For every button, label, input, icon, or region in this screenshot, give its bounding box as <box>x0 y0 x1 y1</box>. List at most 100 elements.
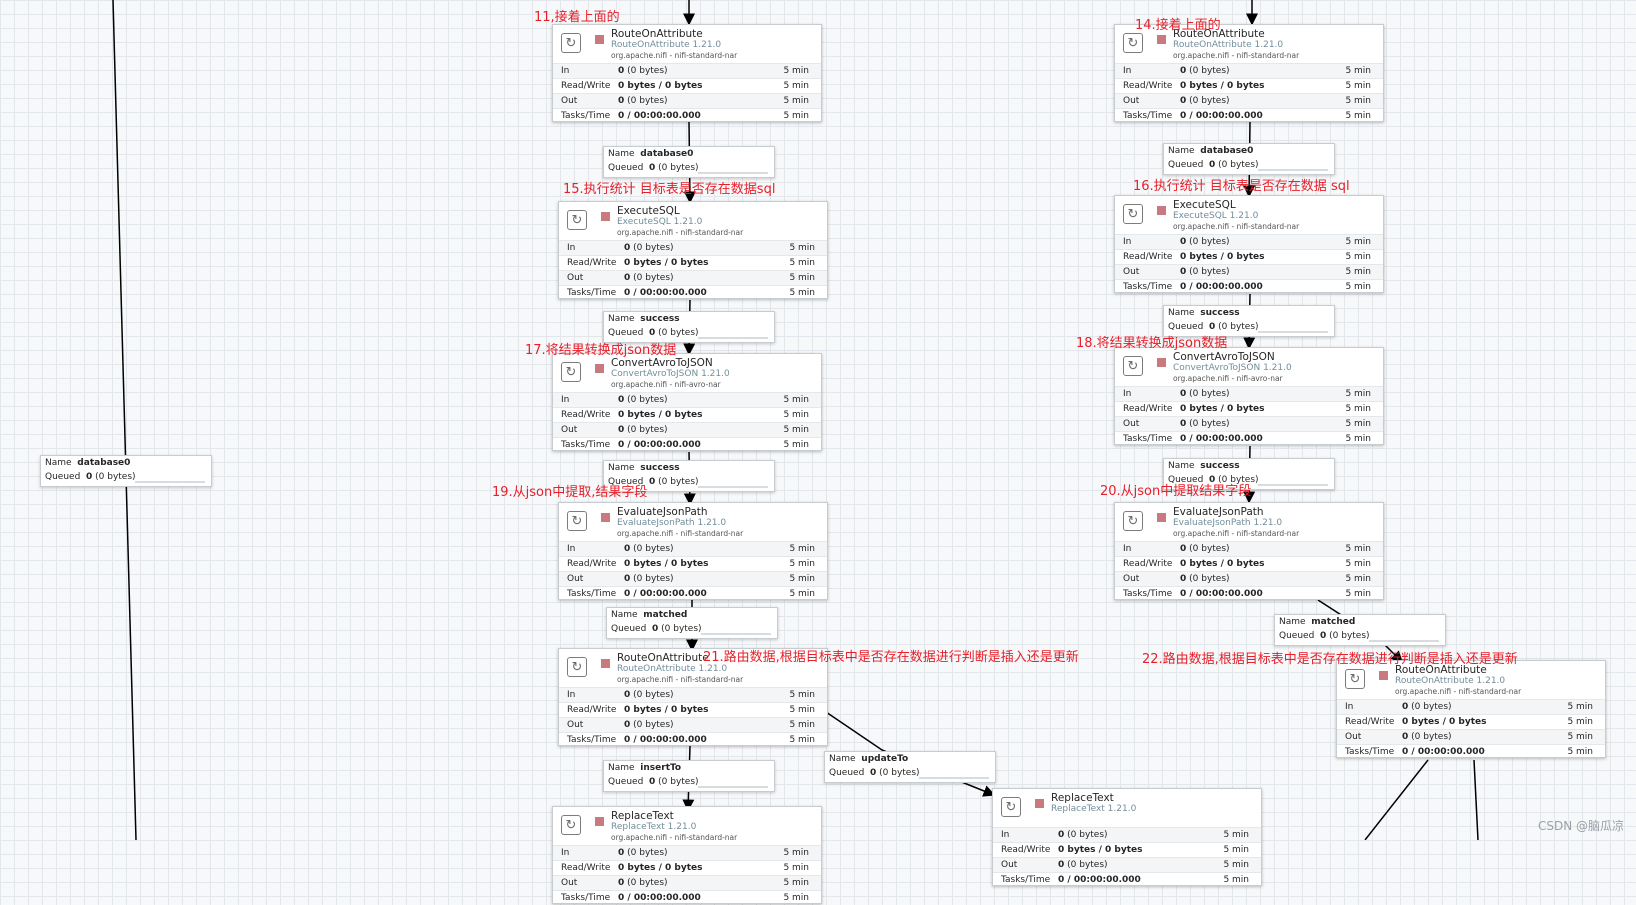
stat-in: In 0 (0 bytes) 5 min <box>1337 699 1605 714</box>
connection-success[interactable]: Name success Queued 0 (0 bytes) <box>1163 305 1335 337</box>
connection-updateto[interactable]: Name updateTo Queued 0 (0 bytes) <box>824 751 996 783</box>
processor-name: RouteOnAttribute <box>617 652 709 664</box>
annotation-14: 14.接着上面的 <box>1135 18 1221 33</box>
processor-type: EvaluateJsonPath 1.21.0 <box>617 518 727 528</box>
processor-evaluatejsonpath[interactable]: ↻ EvaluateJsonPath EvaluateJsonPath 1.21… <box>1114 502 1384 600</box>
annotation-20: 20.从json中提取结果字段 <box>1100 484 1252 499</box>
processor-header: ↻ EvaluateJsonPath EvaluateJsonPath 1.21… <box>559 503 827 541</box>
connection-database0[interactable]: Name database0 Queued 0 (0 bytes) <box>40 455 212 487</box>
processor-type: RouteOnAttribute 1.21.0 <box>1173 40 1284 50</box>
connection-success[interactable]: Name success Queued 0 (0 bytes) <box>1163 458 1335 490</box>
connection-name: success <box>1200 461 1240 471</box>
processor-header: ↻ RouteOnAttribute RouteOnAttribute 1.21… <box>559 649 827 687</box>
stat-in: In 0 (0 bytes) 5 min <box>993 827 1261 842</box>
processor-name: RouteOnAttribute <box>1395 664 1487 676</box>
queued-value: 0 (0 bytes) <box>649 477 699 487</box>
processor-executesql[interactable]: ↻ ExecuteSQL ExecuteSQL 1.21.0 org.apach… <box>558 201 828 299</box>
connection-database0[interactable]: Name database0 Queued 0 (0 bytes) <box>1163 143 1335 175</box>
queue-bar <box>1258 169 1328 171</box>
stat-tasks-time: Tasks/Time 0 / 00:00:00.000 5 min <box>1115 586 1383 601</box>
queued-value: 0 (0 bytes) <box>1209 160 1259 170</box>
processor-icon: ↻ <box>567 210 587 230</box>
connection-insertto[interactable]: Name insertTo Queued 0 (0 bytes) <box>603 760 775 792</box>
processor-type: ExecuteSQL 1.21.0 <box>1173 211 1259 221</box>
processor-replacetext[interactable]: ↻ ReplaceText ReplaceText 1.21.0 org.apa… <box>552 806 822 904</box>
processor-bundle: org.apache.nifi - nifi-standard-nar <box>617 529 744 538</box>
processor-routeonattribute[interactable]: ↻ RouteOnAttribute RouteOnAttribute 1.21… <box>552 24 822 122</box>
stopped-icon <box>601 513 610 522</box>
processor-header: ↻ ExecuteSQL ExecuteSQL 1.21.0 org.apach… <box>1115 196 1383 234</box>
stat-tasks-time: Tasks/Time 0 / 00:00:00.000 5 min <box>993 872 1261 887</box>
processor-header: ↻ ExecuteSQL ExecuteSQL 1.21.0 org.apach… <box>559 202 827 240</box>
stopped-icon <box>1157 513 1166 522</box>
queue-bar <box>1258 331 1328 333</box>
connection-success[interactable]: Name success Queued 0 (0 bytes) <box>603 460 775 492</box>
stat-tasks-time: Tasks/Time 0 / 00:00:00.000 5 min <box>559 732 827 747</box>
annotation-18: 18.将结果转换成json数据 <box>1076 336 1228 351</box>
queued-value: 0 (0 bytes) <box>649 163 699 173</box>
connection-name: matched <box>643 610 688 620</box>
connection-name-row: Name database0 <box>1168 146 1254 156</box>
connection-queued-row: Queued 0 (0 bytes) <box>1168 322 1259 332</box>
stopped-icon <box>595 35 604 44</box>
processor-routeonattribute[interactable]: ↻ RouteOnAttribute RouteOnAttribute 1.21… <box>1336 660 1606 758</box>
processor-executesql[interactable]: ↻ ExecuteSQL ExecuteSQL 1.21.0 org.apach… <box>1114 195 1384 293</box>
processor-icon: ↻ <box>1123 33 1143 53</box>
stopped-icon <box>1157 206 1166 215</box>
stopped-icon <box>1035 799 1044 808</box>
stat-in: In 0 (0 bytes) 5 min <box>559 541 827 556</box>
processor-name: EvaluateJsonPath <box>617 506 708 518</box>
processor-replacetext[interactable]: ↻ ReplaceText ReplaceText 1.21.0 In 0 (0… <box>992 788 1262 886</box>
stat-tasks-time: Tasks/Time 0 / 00:00:00.000 5 min <box>1337 744 1605 759</box>
connection-name: insertTo <box>640 763 682 773</box>
connection-success[interactable]: Name success Queued 0 (0 bytes) <box>603 311 775 343</box>
stat-out: Out 0 (0 bytes) 5 min <box>559 717 827 732</box>
connection-matched[interactable]: Name matched Queued 0 (0 bytes) <box>606 607 778 639</box>
queue-bar <box>135 481 205 483</box>
connection-name: success <box>640 314 680 324</box>
processor-name: ConvertAvroToJSON <box>611 357 713 369</box>
connection-name-row: Name success <box>1168 308 1240 318</box>
processor-convertavrotojson[interactable]: ↻ ConvertAvroToJSON ConvertAvroToJSON 1.… <box>552 353 822 451</box>
queued-value: 0 (0 bytes) <box>652 624 702 634</box>
stat-tasks-time: Tasks/Time 0 / 00:00:00.000 5 min <box>1115 279 1383 294</box>
processor-routeonattribute[interactable]: ↻ RouteOnAttribute RouteOnAttribute 1.21… <box>558 648 828 746</box>
connection-name-row: Name database0 <box>45 458 131 468</box>
processor-icon: ↻ <box>561 362 581 382</box>
stat-in: In 0 (0 bytes) 5 min <box>559 687 827 702</box>
connection-queued-row: Queued 0 (0 bytes) <box>611 624 702 634</box>
connection-name: success <box>640 463 680 473</box>
stopped-icon <box>601 212 610 221</box>
processor-routeonattribute[interactable]: ↻ RouteOnAttribute RouteOnAttribute 1.21… <box>1114 24 1384 122</box>
connection-database0[interactable]: Name database0 Queued 0 (0 bytes) <box>603 146 775 178</box>
processor-icon: ↻ <box>1001 797 1021 817</box>
connection-name-row: Name matched <box>1279 617 1356 627</box>
processor-evaluatejsonpath[interactable]: ↻ EvaluateJsonPath EvaluateJsonPath 1.21… <box>558 502 828 600</box>
stat-read-write: Read/Write 0 bytes / 0 bytes 5 min <box>553 860 821 875</box>
stat-read-write: Read/Write 0 bytes / 0 bytes 5 min <box>993 842 1261 857</box>
connection-name-row: Name matched <box>611 610 688 620</box>
stat-read-write: Read/Write 0 bytes / 0 bytes 5 min <box>559 556 827 571</box>
annotation-21: 21.路由数据,根据目标表中是否存在数据进行判断是插入还是更新 <box>703 650 1079 665</box>
queued-value: 0 (0 bytes) <box>1209 475 1259 485</box>
connection-name-row: Name success <box>608 314 680 324</box>
stat-tasks-time: Tasks/Time 0 / 00:00:00.000 5 min <box>559 285 827 300</box>
queue-bar <box>698 786 768 788</box>
stat-out: Out 0 (0 bytes) 5 min <box>559 270 827 285</box>
processor-bundle: org.apache.nifi - nifi-standard-nar <box>611 51 738 60</box>
stat-in: In 0 (0 bytes) 5 min <box>553 845 821 860</box>
queued-value: 0 (0 bytes) <box>1209 322 1259 332</box>
stat-read-write: Read/Write 0 bytes / 0 bytes 5 min <box>1337 714 1605 729</box>
processor-convertavrotojson[interactable]: ↻ ConvertAvroToJSON ConvertAvroToJSON 1.… <box>1114 347 1384 445</box>
connection-queued-row: Queued 0 (0 bytes) <box>45 472 136 482</box>
processor-icon: ↻ <box>561 815 581 835</box>
connection-matched[interactable]: Name matched Queued 0 (0 bytes) <box>1274 614 1446 646</box>
stat-out: Out 0 (0 bytes) 5 min <box>1115 416 1383 431</box>
processor-type: RouteOnAttribute 1.21.0 <box>611 40 722 50</box>
processor-bundle: org.apache.nifi - nifi-avro-nar <box>611 380 721 389</box>
annotation-19: 19.从json中提取,结果字段 <box>492 485 648 500</box>
queued-value: 0 (0 bytes) <box>86 472 136 482</box>
stat-out: Out 0 (0 bytes) 5 min <box>1115 571 1383 586</box>
processor-icon: ↻ <box>567 511 587 531</box>
